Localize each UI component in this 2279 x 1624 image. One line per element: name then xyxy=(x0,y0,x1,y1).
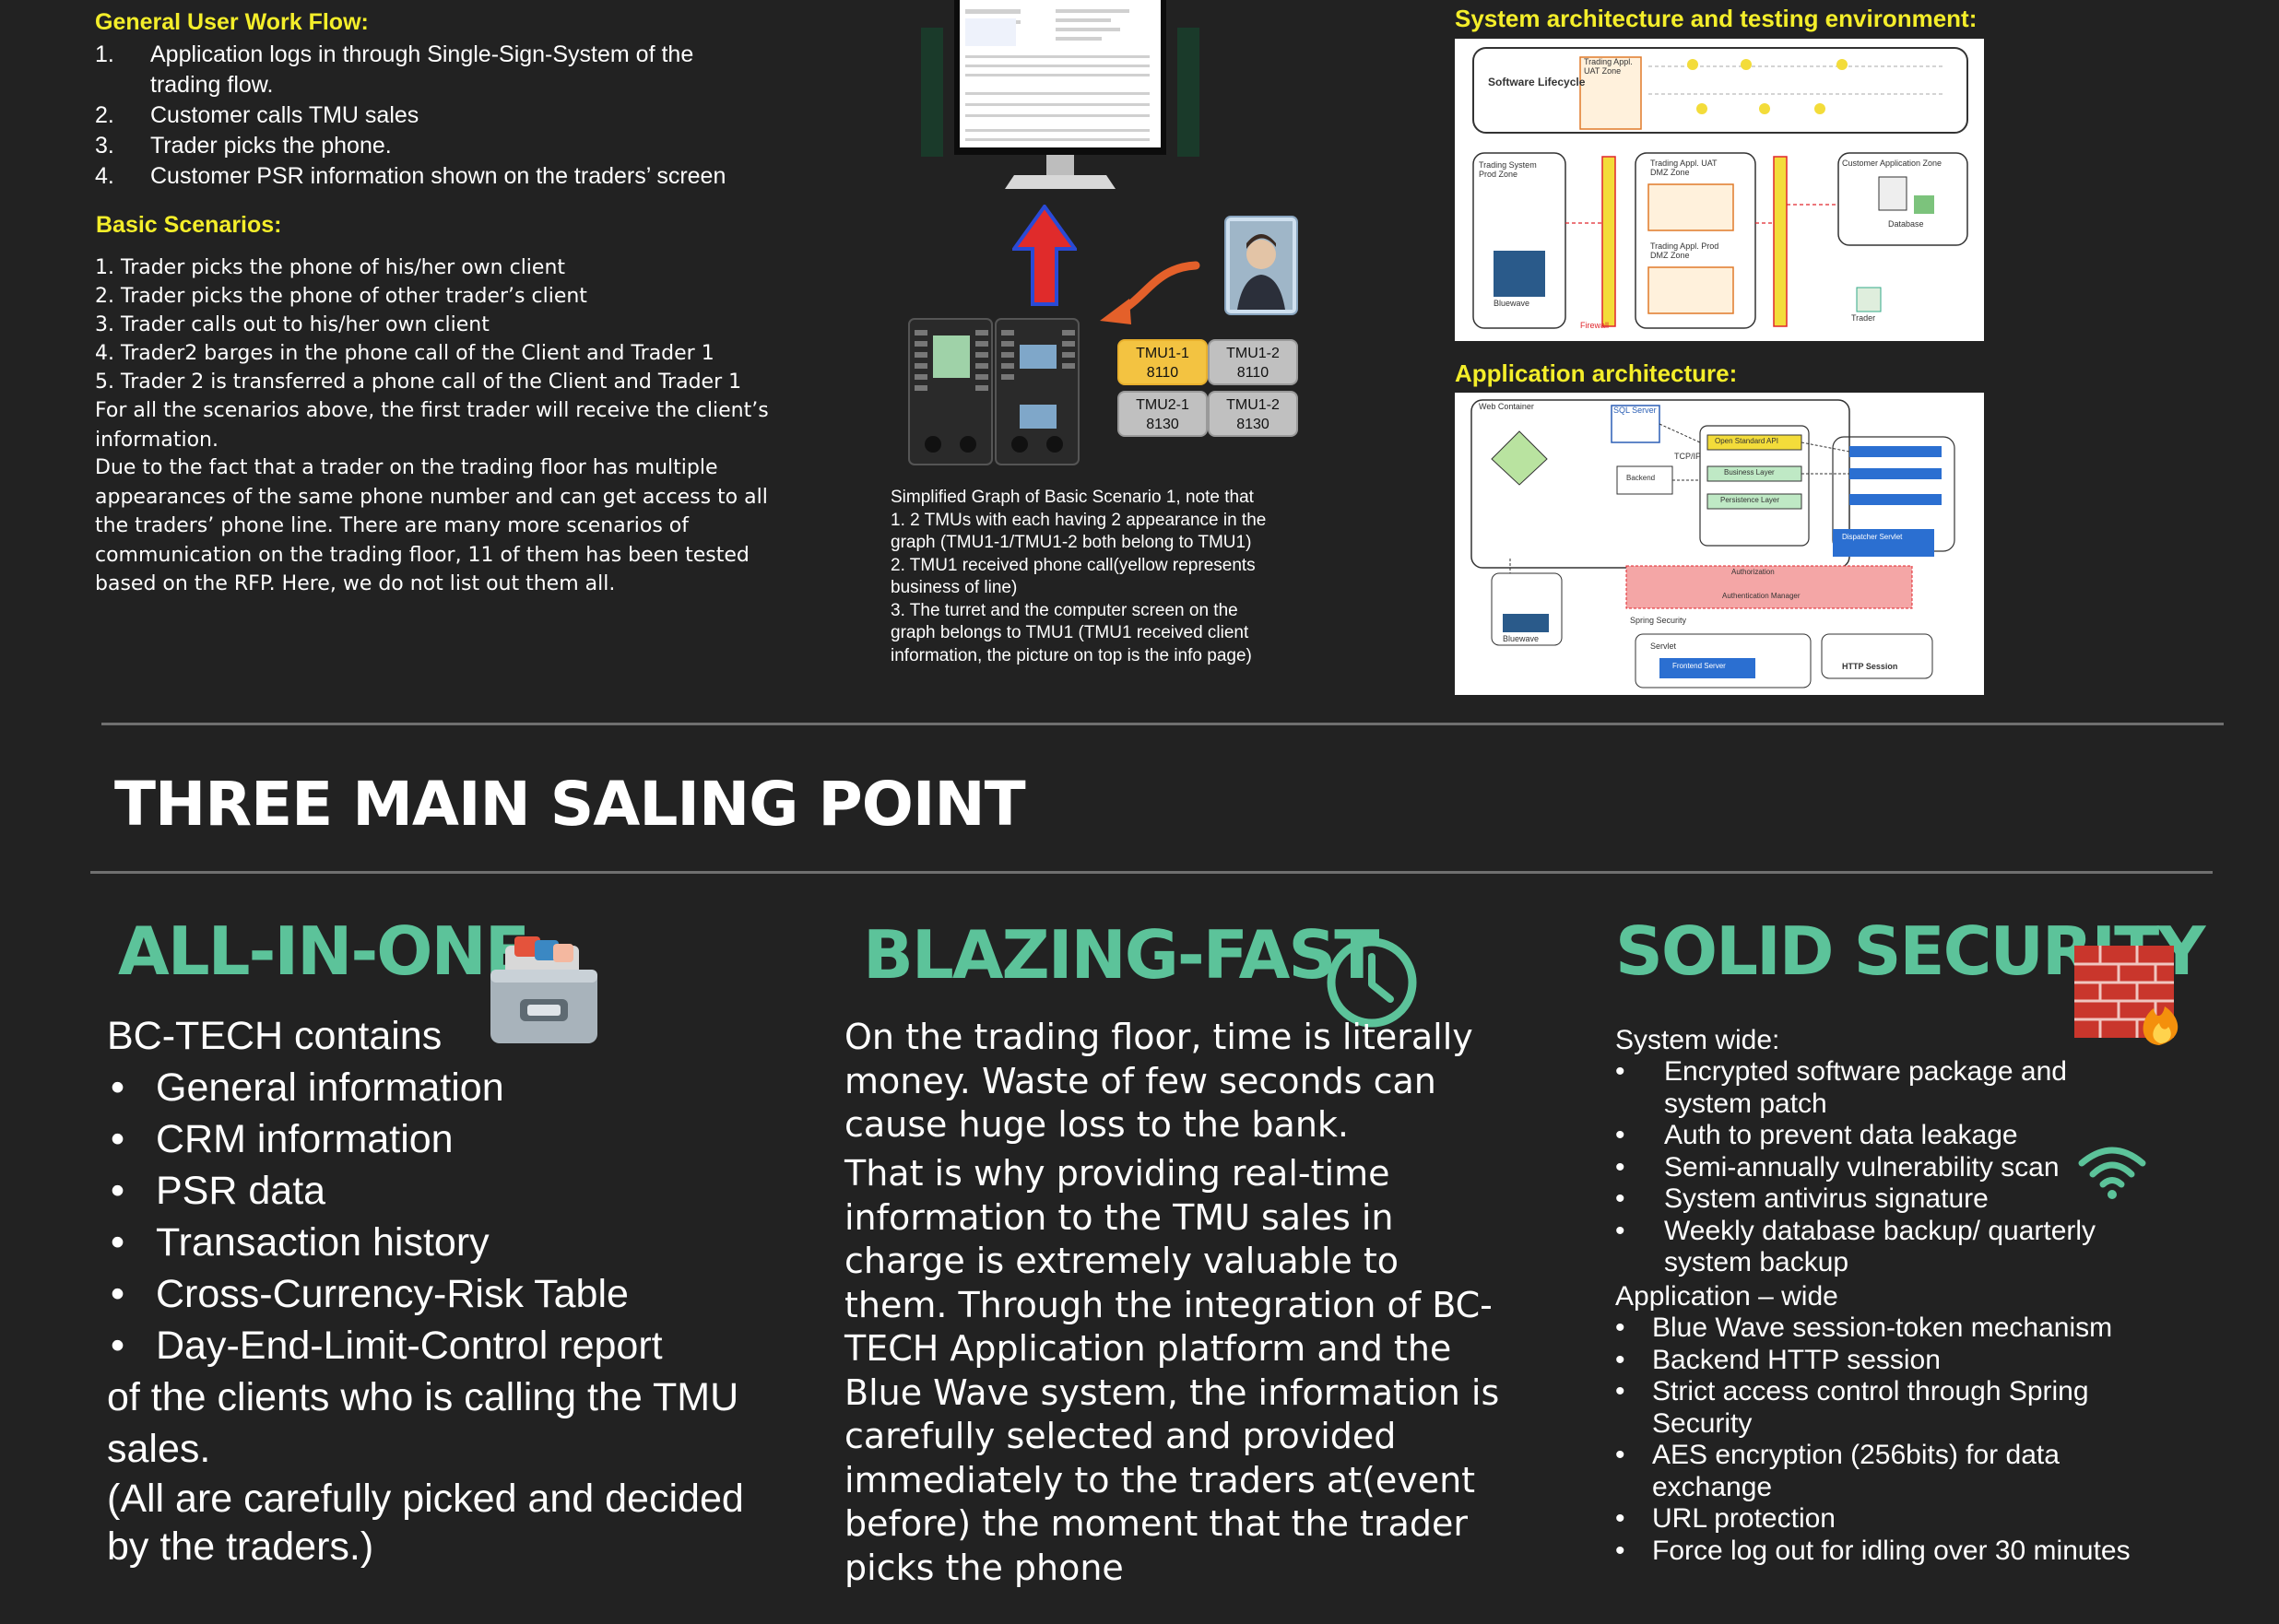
list-item: PSR data xyxy=(107,1165,771,1217)
scenario-item: 1. Trader picks the phone of his/her own… xyxy=(95,256,566,279)
sysarch-heading: System architecture and testing environm… xyxy=(1455,5,1978,32)
diagram-label: HTTP Session xyxy=(1842,662,1898,671)
scenario-item: 5. Trader 2 is transferred a phone call … xyxy=(95,371,742,394)
list-item: Force log out for idling over 30 minutes xyxy=(1615,1536,2187,1568)
caller-photo-image xyxy=(1224,216,1298,320)
all-in-one-list: General information CRM information PSR … xyxy=(107,1062,771,1371)
list-item: Day-End-Limit-Control report xyxy=(107,1320,771,1371)
scenario-item: 4. Trader2 barges in the phone call of t… xyxy=(95,342,714,365)
workflow-heading: General User Work Flow: xyxy=(95,9,369,35)
list-item: URL protection xyxy=(1615,1503,2187,1536)
diagram-label: Trading Appl. Prod DMZ Zone xyxy=(1650,241,1719,260)
diagram-label: Spring Security xyxy=(1630,616,1687,625)
divider xyxy=(101,723,2224,725)
diagram-label: Customer Application Zone xyxy=(1842,159,1942,168)
list-item: General information xyxy=(107,1062,771,1113)
all-in-one-outro: of the clients who is calling the TMU sa… xyxy=(107,1375,739,1471)
diagram-label: Trading System Prod Zone xyxy=(1479,160,1537,179)
workflow-item: 2.Customer calls TMU sales xyxy=(95,102,419,128)
diagram-label: Database xyxy=(1888,219,1924,229)
workflow-item: 1.Application logs in through Single-Sig… xyxy=(95,41,694,98)
list-item: Cross-Currency-Risk Table xyxy=(107,1268,771,1320)
apparch-heading: Application architecture: xyxy=(1455,359,1738,387)
diagram-label: Frontend Server xyxy=(1672,662,1726,670)
computer-screen-image xyxy=(917,0,1203,194)
workflow-list: 1.Application logs in through Single-Sig… xyxy=(95,40,759,192)
diagram-label: TCP/IP xyxy=(1674,452,1702,461)
application-wide-list: Blue Wave session-token mechanism Backen… xyxy=(1615,1312,2187,1567)
card-file-box-icon xyxy=(487,933,601,1052)
diagram-label: Firewall xyxy=(1580,321,1610,330)
brick-wall-fire-icon xyxy=(2072,942,2189,1052)
list-item: Encrypted software package and system pa… xyxy=(1615,1056,2131,1120)
workflow-item: 4.Customer PSR information shown on the … xyxy=(95,163,726,189)
diagram-label: SQL Server xyxy=(1613,406,1657,415)
diagram-label: Trader xyxy=(1851,313,1876,323)
diagram-label: Open Standard API xyxy=(1715,437,1778,445)
list-item: Auth to prevent data leakage xyxy=(1615,1120,2131,1152)
all-in-one-note: (All are carefully picked and decided by… xyxy=(107,1477,744,1569)
diagram-label: Software Lifecycle xyxy=(1488,76,1586,88)
list-item: Transaction history xyxy=(107,1217,771,1268)
system-wide-heading: System wide: xyxy=(1615,1025,1780,1055)
list-item: CRM information xyxy=(107,1113,771,1165)
application-wide-heading: Application – wide xyxy=(1615,1281,1838,1312)
diagram-label: Trading Appl. UAT DMZ Zone xyxy=(1650,159,1718,177)
list-item: System antivirus signature xyxy=(1615,1183,2131,1216)
diagram-label: Backend xyxy=(1626,474,1656,482)
scenario-item: 3. Trader calls out to his/her own clien… xyxy=(95,313,490,336)
workflow-item: 3.Trader picks the phone. xyxy=(95,133,392,159)
diagram-label: Web Container xyxy=(1479,402,1534,411)
diagram-label: Bluewave xyxy=(1494,299,1530,308)
scenarios-list: 1. Trader picks the phone of his/her own… xyxy=(95,253,814,396)
scenario-note-2: Due to the fact that a trader on the tra… xyxy=(95,456,768,595)
application-architecture-diagram: Web Container SQL Server TCP/IP Open Sta… xyxy=(1455,393,1984,695)
diagram-label: Authentication Manager xyxy=(1722,592,1801,600)
scenarios-heading: Basic Scenarios: xyxy=(96,212,282,238)
diagram-label: Dispatcher Servlet xyxy=(1842,533,1903,541)
list-item: Blue Wave session-token mechanism xyxy=(1615,1312,2187,1345)
graph-caption: Simplified Graph of Basic Scenario 1, no… xyxy=(891,488,1267,665)
scenario-note-1: For all the scenarios above, the first t… xyxy=(95,399,769,452)
blazing-fast-paragraph-1: On the trading floor, time is literally … xyxy=(844,1017,1473,1145)
diagram-label: Persistence Layer xyxy=(1720,496,1780,504)
orange-curved-arrow-icon xyxy=(1092,258,1203,336)
diagram-label: Business Layer xyxy=(1724,468,1775,477)
system-wide-list: Encrypted software package and system pa… xyxy=(1615,1056,2131,1279)
system-architecture-diagram: Software Lifecycle Trading Appl. UAT Zon… xyxy=(1455,39,1984,341)
blazing-fast-paragraph-2: That is why providing real-time informat… xyxy=(844,1153,1500,1588)
list-item: Strict access control through Spring Sec… xyxy=(1615,1376,2187,1440)
scenario-item: 2. Trader picks the phone of other trade… xyxy=(95,285,587,308)
blazing-fast-title: BLAZING-FAST xyxy=(863,916,1379,994)
all-in-one-title: ALL-IN-ONE xyxy=(118,912,530,990)
red-up-arrow-icon xyxy=(1010,203,1079,312)
diagram-label: Authorization xyxy=(1731,568,1775,576)
section-title: THREE MAIN SALING POINT xyxy=(114,769,1026,840)
divider xyxy=(90,871,2213,874)
list-item: Backend HTTP session xyxy=(1615,1345,2187,1377)
turret-phone-image xyxy=(907,317,1082,471)
diagram-label: Servlet xyxy=(1650,641,1677,651)
diagram-label: Bluewave xyxy=(1503,634,1540,643)
diagram-label: Trading Appl. UAT Zone xyxy=(1584,57,1633,76)
all-in-one-intro: BC-TECH contains xyxy=(107,1014,443,1058)
list-item: Weekly database backup/ quarterly system… xyxy=(1615,1216,2131,1279)
clock-icon xyxy=(1324,935,1420,1035)
list-item: AES encryption (256bits) for data exchan… xyxy=(1615,1440,2187,1503)
list-item: Semi-annually vulnerability scan xyxy=(1615,1152,2131,1184)
